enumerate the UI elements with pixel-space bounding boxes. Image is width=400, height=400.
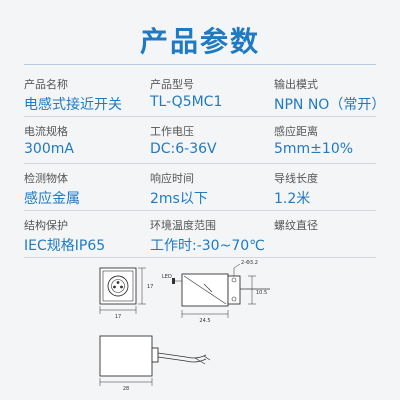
spec-label: 产品名称 <box>24 78 68 91</box>
spec-table: 产品名称 电感式接近开关 产品型号 TL-Q5MC1 输出模式 NPN NO（常… <box>24 70 385 258</box>
front-width-dimension: 17 <box>115 314 121 320</box>
spec-cell: 环境温度范围 工作时:-30~70℃ <box>150 211 274 257</box>
dimension-drawings: 17 17 LED 2-Φ3.2 24.5 10.5 <box>0 256 400 400</box>
spec-value: 电感式接近开关 <box>24 97 122 113</box>
spec-value: NPN NO（常开） <box>274 97 386 113</box>
spec-value: IEC规格IP65 <box>24 238 106 254</box>
spec-label: 电流规格 <box>24 125 68 138</box>
spec-cell: 输出模式 NPN NO（常开） <box>274 70 385 116</box>
spec-value: 感应金属 <box>24 191 80 207</box>
spec-value: 工作时:-30~70℃ <box>150 238 265 254</box>
spec-cell: 产品名称 电感式接近开关 <box>24 70 150 116</box>
spec-cell: 工作电压 DC:6-36V <box>150 117 274 163</box>
side-view-drawing <box>172 263 270 318</box>
spec-value: 1.2米 <box>274 191 311 207</box>
bottom-width-dimension: 28 <box>123 386 129 392</box>
front-height-dimension: 17 <box>147 284 153 290</box>
mounting-hole-label: 2-Φ3.2 <box>241 260 258 266</box>
spec-cell: 检测物体 感应金属 <box>24 164 150 210</box>
spec-cell: 响应时间 2ms以下 <box>150 164 274 210</box>
spec-row: 产品名称 电感式接近开关 产品型号 TL-Q5MC1 输出模式 NPN NO（常… <box>24 70 385 117</box>
spec-label: 结构保护 <box>24 219 68 232</box>
spec-cell: 结构保护 IEC规格IP65 <box>24 211 150 257</box>
spec-row: 电流规格 300mA 工作电压 DC:6-36V 感应距离 5mm±10% <box>24 117 376 164</box>
front-view-drawing <box>99 267 146 314</box>
side-height-dimension: 10.5 <box>256 290 267 296</box>
spec-cell: 产品型号 TL-Q5MC1 <box>150 70 274 116</box>
led-label: LED <box>162 274 172 280</box>
spec-cell: 电流规格 300mA <box>24 117 150 163</box>
spec-label: 检测物体 <box>24 172 68 185</box>
title-divider <box>24 64 376 65</box>
spec-label: 螺纹直径 <box>274 219 318 232</box>
spec-row: 结构保护 IEC规格IP65 环境温度范围 工作时:-30~70℃ 螺纹直径 <box>24 211 376 258</box>
spec-value: 2ms以下 <box>150 191 208 207</box>
spec-label: 导线长度 <box>274 172 318 185</box>
dimension-drawings-svg: 17 17 LED 2-Φ3.2 24.5 10.5 <box>99 260 270 392</box>
spec-value: 5mm±10% <box>274 141 354 157</box>
spec-label: 输出模式 <box>274 78 318 91</box>
spec-cell: 螺纹直径 <box>274 211 376 257</box>
spec-label: 响应时间 <box>150 172 194 185</box>
spec-value: DC:6-36V <box>150 141 217 157</box>
bottom-view-drawing <box>99 335 211 386</box>
spec-cell: 导线长度 1.2米 <box>274 164 376 210</box>
spec-label: 工作电压 <box>150 125 194 138</box>
page-title: 产品参数 <box>139 25 260 58</box>
spec-label: 产品型号 <box>150 78 194 91</box>
spec-cell: 感应距离 5mm±10% <box>274 117 376 163</box>
spec-value: 300mA <box>24 141 74 157</box>
spec-row: 检测物体 感应金属 响应时间 2ms以下 导线长度 1.2米 <box>24 164 376 211</box>
spec-label: 感应距离 <box>274 125 318 138</box>
spec-value: TL-Q5MC1 <box>150 94 223 110</box>
side-width-dimension: 24.5 <box>199 318 210 324</box>
spec-label: 环境温度范围 <box>150 219 216 232</box>
